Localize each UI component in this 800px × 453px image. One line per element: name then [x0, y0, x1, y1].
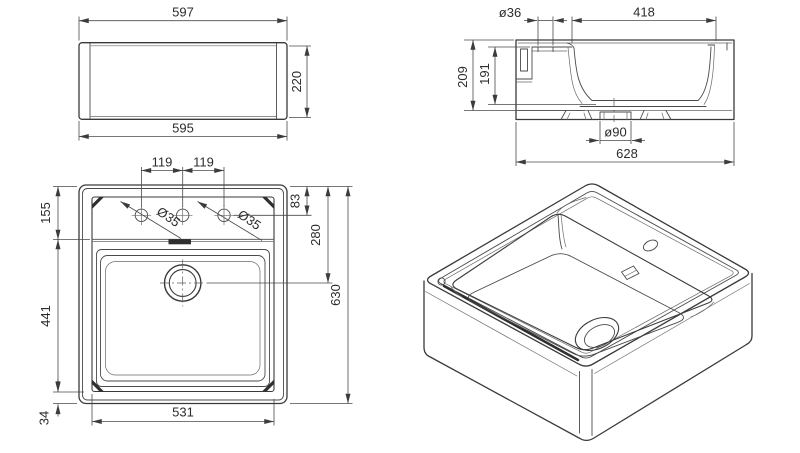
overflow-slot-section	[520, 48, 528, 72]
section-view: ø36 418 209 191 ø90 628	[455, 5, 735, 166]
iso-bowl-floor	[467, 253, 684, 357]
dim-hole-dia-left: Ø35	[154, 204, 183, 230]
dim-hole-pitch-right: 119	[193, 155, 214, 170]
dim-bowl-front-depth: 441	[38, 305, 53, 327]
overflow-slot-plan	[168, 239, 191, 245]
iso-body	[423, 272, 753, 442]
iso-faucet-hole	[642, 239, 659, 252]
iso-corner-hole	[437, 277, 446, 286]
dim-bowl-inner-width-plan: 531	[172, 405, 194, 420]
iso-overflow-slot	[621, 265, 640, 280]
isometric-view	[423, 183, 753, 442]
dim-front-height: 220	[289, 71, 304, 93]
dim-overall-width: 628	[616, 146, 638, 161]
iso-drain	[574, 316, 620, 352]
iso-bowl-opening	[452, 213, 713, 351]
dim-drain-dia: ø90	[604, 125, 626, 140]
faucet-holes	[131, 205, 234, 226]
dim-front-lip: 34	[37, 411, 52, 425]
dim-drain-offset: 280	[308, 224, 323, 246]
dim-faucet-hole-dia: ø36	[499, 5, 521, 20]
drain-plan	[160, 259, 206, 307]
drain-boss-section	[599, 111, 632, 120]
dim-holes-offset: 83	[288, 194, 303, 208]
sink-front-outline	[78, 42, 288, 120]
dim-hole-dia-right: Ø35	[235, 207, 264, 233]
dim-front-width-bottom: 595	[172, 121, 194, 136]
iso-rim-inner	[438, 191, 739, 359]
front-view: 597 595 220	[78, 5, 311, 141]
dim-overall-depth: 630	[328, 284, 343, 306]
dim-depth-outer: 209	[455, 66, 470, 88]
iso-rim-outer	[426, 183, 750, 367]
dim-hole-pitch-left: 119	[152, 155, 173, 170]
dim-deck-depth: 155	[38, 202, 53, 224]
top-view: Ø35 Ø35 119 119 83 280 630 155 441 34	[37, 155, 353, 426]
sink-section-outline	[515, 39, 735, 121]
dim-depth-inner: 191	[477, 63, 492, 85]
dim-front-width-top: 597	[172, 5, 194, 20]
dim-bowl-inner-width: 418	[633, 5, 655, 20]
